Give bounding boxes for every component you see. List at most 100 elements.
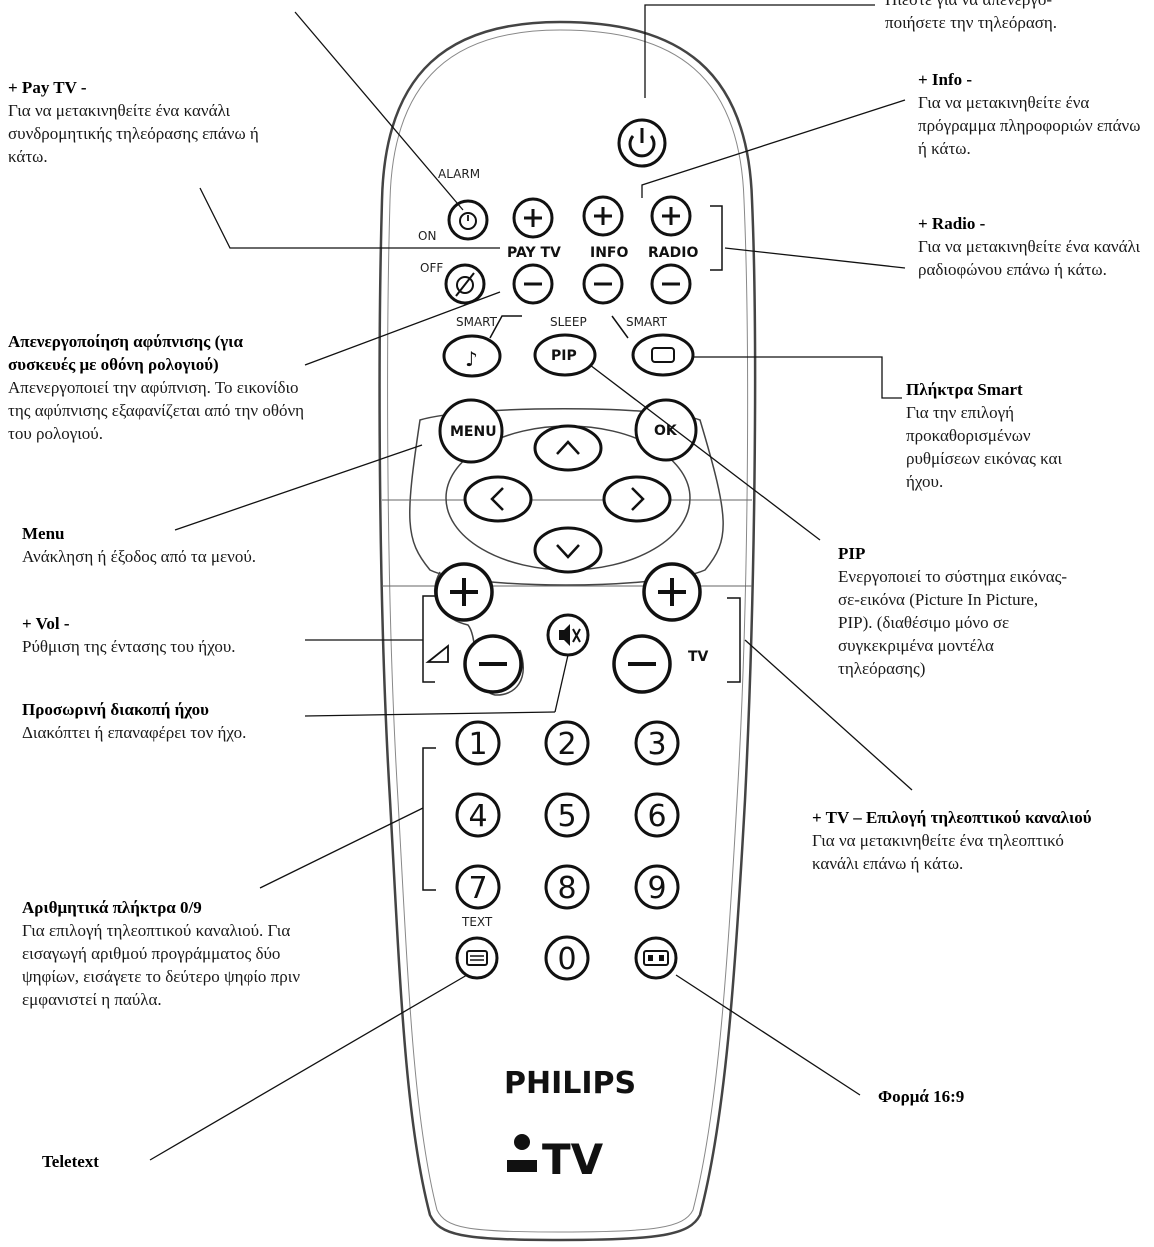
mute-button[interactable]	[546, 613, 590, 657]
digit-6-button[interactable]: 6	[634, 792, 680, 838]
pay-tv-plus-button[interactable]	[512, 197, 554, 239]
digits-bracket	[422, 747, 436, 891]
ok-button[interactable]: OK	[634, 398, 698, 462]
svg-text:PIP: PIP	[551, 348, 577, 364]
remote-body-inner	[387, 29, 749, 1233]
digit-2-label: 2	[557, 727, 576, 762]
sleep-label: SLEEP	[550, 315, 587, 329]
volume-minus-button[interactable]	[463, 634, 523, 694]
digit-3-button[interactable]: 3	[634, 720, 680, 766]
nav-ring	[409, 408, 724, 586]
format-16-9-button[interactable]	[634, 936, 678, 980]
note-smart-title: Πλήκτρα Smart	[906, 380, 1023, 399]
arrow-right-button[interactable]	[602, 475, 672, 523]
pip-button[interactable]: PIP	[533, 333, 597, 377]
digit-5-button[interactable]: 5	[544, 792, 590, 838]
note-info-title: + Info -	[918, 70, 973, 89]
note-power-desc-2: ποιήσετε την τηλεόραση.	[885, 13, 1058, 32]
note-volume-title: + Vol -	[22, 614, 70, 633]
brand-logo: PHILIPS	[504, 1066, 636, 1101]
digit-0-button[interactable]: 0	[544, 935, 590, 981]
volume-plus-button[interactable]	[434, 562, 494, 622]
note-digits: Αριθμητικά πλήκτρα 0/9 Για επιλογή τηλεο…	[22, 896, 344, 1011]
power-pointer-line	[644, 4, 875, 98]
radio-bracket	[710, 205, 723, 271]
alarm-off-button[interactable]	[444, 263, 486, 305]
note-smart-desc: Για την επιλογή προκαθορισμένων ρυθμίσεω…	[906, 403, 1063, 491]
note-radio: + Radio - Για να μετακινηθείτε ένα κανάλ…	[918, 212, 1152, 281]
callout-lines	[149, 11, 913, 1161]
note-menu-title: Menu	[22, 524, 65, 543]
note-radio-desc: Για να μετακινηθείτε ένα κανάλι ραδιοφών…	[918, 237, 1141, 279]
note-volume: + Vol - Ρύθμιση της έντασης του ήχου.	[22, 612, 322, 658]
tv-plus-button[interactable]	[642, 562, 702, 622]
note-info-desc: Για να μετακινηθείτε ένα πρόγραμμα πληρο…	[918, 93, 1141, 158]
digit-8-button[interactable]: 8	[544, 864, 590, 910]
digit-5-label: 5	[557, 799, 576, 834]
radio-plus-button[interactable]	[650, 195, 692, 237]
digit-pad: 1 2 3 4 5 6 7 8 9 0	[455, 720, 680, 981]
arrow-down-button[interactable]	[533, 526, 603, 574]
power-button[interactable]	[617, 118, 667, 168]
info-minus-button[interactable]	[582, 263, 624, 305]
note-format-title: Φορμά 16:9	[878, 1087, 965, 1106]
note-menu: Menu Ανάκληση ή έξοδος από τα μενού.	[22, 522, 342, 568]
note-alarm-off-title: Απενεργοποίηση αφύπνισης (για συσκευές μ…	[8, 332, 243, 374]
digit-9-label: 9	[647, 871, 666, 906]
arrow-left-button[interactable]	[463, 475, 533, 523]
pay-tv-label: PAY TV	[507, 245, 561, 261]
note-teletext-title: Teletext	[42, 1152, 99, 1171]
info-plus-button[interactable]	[582, 195, 624, 237]
note-volume-desc: Ρύθμιση της έντασης του ήχου.	[22, 637, 236, 656]
digit-2-button[interactable]: 2	[544, 720, 590, 766]
remote-body	[378, 20, 757, 1242]
note-pip-title: PIP	[838, 544, 866, 563]
smart-left-label: SMART	[456, 315, 498, 329]
alarm-on-button[interactable]	[447, 199, 489, 241]
note-mute-title: Προσωρινή διακοπή ήχου	[22, 700, 209, 719]
svg-text:♪: ♪	[465, 347, 478, 371]
digit-7-button[interactable]: 7	[455, 864, 501, 910]
text-label: TEXT	[461, 915, 493, 929]
alarm-label: ALARM	[438, 167, 480, 181]
note-tv-title: + TV – Επιλογή τηλεοπτικού καναλιού	[812, 808, 1092, 827]
digit-8-label: 8	[557, 871, 576, 906]
info-label: INFO	[590, 245, 628, 261]
svg-text:OK: OK	[654, 423, 678, 439]
digit-9-button[interactable]: 9	[634, 864, 680, 910]
note-format: Φορμά 16:9	[878, 1085, 1078, 1108]
note-alarm-off-desc: Απενεργοποιεί την αφύπνιση. Το εικονίδιο…	[8, 378, 305, 443]
note-mute-desc: Διακόπτει ή επαναφέρει τον ήχο.	[22, 723, 247, 742]
teletext-button[interactable]	[455, 936, 499, 980]
note-pay-tv-desc: Για να μετακινηθείτε ένα κανάλι συνδρομη…	[8, 101, 259, 166]
note-tv: + TV – Επιλογή τηλεοπτικού καναλιού Για …	[812, 806, 1142, 875]
note-pip: PIP Ενεργοποιεί το σύστημα εικόνας-σε-ει…	[838, 542, 1074, 680]
smart-picture-button[interactable]	[631, 333, 695, 377]
off-label: OFF	[420, 261, 443, 275]
digit-0-label: 0	[557, 942, 576, 977]
note-pay-tv-title: + Pay TV -	[8, 78, 87, 97]
tv-bracket	[727, 597, 741, 683]
note-digits-desc: Για επιλογή τηλεοπτικού καναλιού. Για ει…	[22, 921, 301, 1009]
pay-tv-minus-button[interactable]	[512, 263, 554, 305]
digit-1-button[interactable]: 1	[455, 720, 501, 766]
note-menu-desc: Ανάκληση ή έξοδος από τα μενού.	[22, 547, 257, 566]
arrow-up-button[interactable]	[533, 424, 603, 472]
note-pip-desc: Ενεργοποιεί το σύστημα εικόνας-σε-εικόνα…	[838, 567, 1068, 678]
smart-right-label: SMART	[626, 315, 668, 329]
note-radio-title: + Radio -	[918, 214, 986, 233]
svg-text:MENU: MENU	[450, 424, 497, 440]
tv-minus-button[interactable]	[612, 634, 672, 694]
note-power: Πιέστε για να απενεργο- ποιήσετε την τηλ…	[885, 0, 1150, 34]
note-digits-title: Αριθμητικά πλήκτρα 0/9	[22, 898, 202, 917]
menu-button[interactable]: MENU	[438, 398, 504, 464]
svg-text:TV: TV	[542, 1135, 604, 1184]
digit-4-button[interactable]: 4	[455, 792, 501, 838]
smart-sound-button[interactable]: ♪	[442, 334, 502, 378]
radio-minus-button[interactable]	[650, 263, 692, 305]
note-tv-desc: Για να μετακινηθείτε ένα τηλεοπτικό κανά…	[812, 831, 1064, 873]
on-label: ON	[418, 229, 436, 243]
volume-icon	[425, 644, 449, 663]
note-info: + Info - Για να μετακινηθείτε ένα πρόγρα…	[918, 68, 1152, 160]
